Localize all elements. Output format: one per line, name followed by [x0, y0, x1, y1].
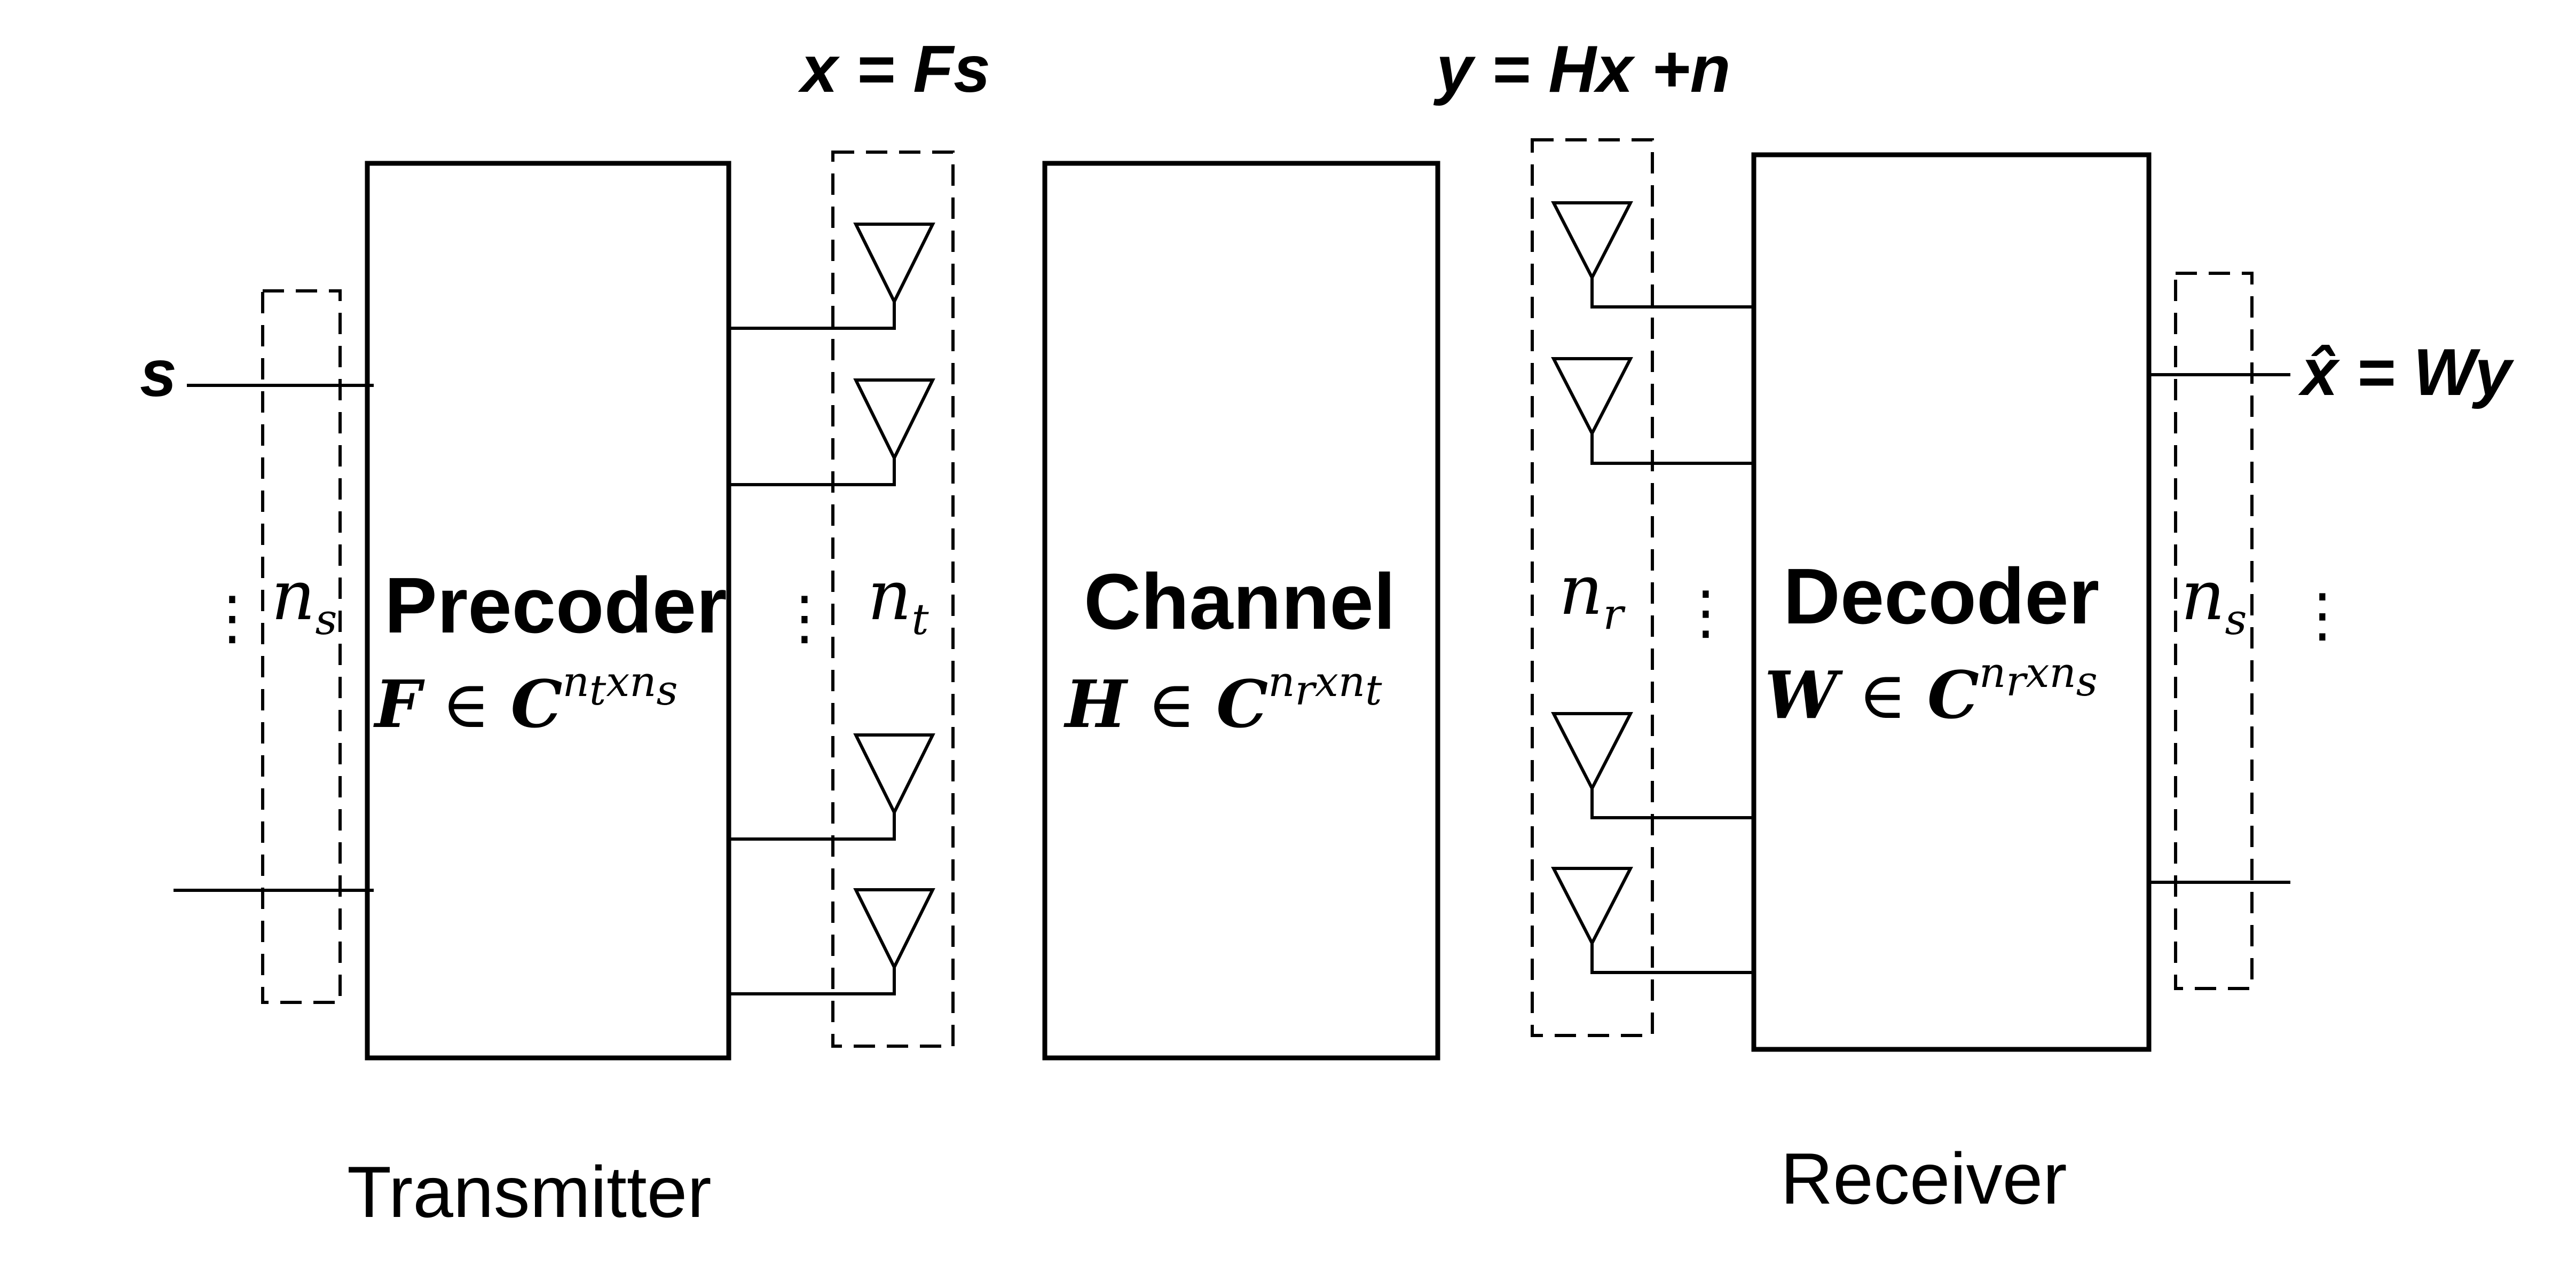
tx-feed-4 — [729, 967, 896, 995]
precoder-title: Precoder — [384, 562, 727, 650]
rx-antenna-icon — [1551, 712, 1633, 792]
rx-feed-1 — [1590, 278, 1755, 309]
precoder-matrix-definition: F ∈ Cntxns — [373, 658, 678, 742]
rx-feed-2 — [1590, 433, 1755, 465]
rx-antenna-icon — [1551, 357, 1633, 437]
tx-ellipsis: ⋮ — [775, 583, 834, 652]
tx-feed-1 — [729, 302, 896, 330]
input-streams-count: ns — [271, 556, 337, 644]
channel-block — [1042, 161, 1440, 1061]
rx-ellipsis: ⋮ — [1676, 578, 1735, 646]
rx-feed-3 — [1590, 788, 1755, 819]
channel-title: Channel — [1084, 558, 1396, 646]
tx-antenna-count: nt — [868, 556, 929, 644]
tx-feed-2 — [729, 458, 896, 486]
channel-matrix-definition: H ∈ Cnrxnt — [1064, 658, 1382, 742]
output-estimate-equation: x̂ = Wy — [2298, 336, 2515, 409]
rx-antenna-icon — [1551, 867, 1633, 947]
rx-antenna-icon — [1551, 201, 1633, 281]
tx-antenna-icon — [853, 888, 935, 971]
tx-feed-3 — [729, 812, 896, 841]
rx-antennas-group — [1531, 138, 1654, 1037]
output-ellipsis: ⋮ — [2293, 581, 2352, 649]
input-signal-label: s — [140, 337, 177, 410]
rx-antenna-count: nr — [1559, 551, 1626, 639]
decoder-matrix-definition: W ∈ Cnrxns — [1764, 649, 2098, 733]
input-ellipsis: ⋮ — [203, 583, 262, 652]
decoder-title: Decoder — [1783, 552, 2099, 640]
input-streams-group — [261, 289, 342, 1004]
receiver-caption: Receiver — [1781, 1138, 2067, 1219]
rx-feed-4 — [1590, 943, 1755, 974]
tx-antennas-group — [831, 151, 955, 1048]
tx-output-equation: x = Fs — [798, 33, 990, 106]
rx-input-equation: y = Hx +n — [1433, 33, 1730, 106]
tx-antenna-icon — [853, 378, 935, 462]
precoder-block — [365, 161, 731, 1061]
output-streams-count: ns — [2181, 556, 2247, 644]
decoder-block — [1751, 152, 2152, 1052]
tx-antenna-icon — [853, 733, 935, 816]
output-streams-group — [2174, 272, 2254, 990]
tx-antenna-icon — [853, 223, 935, 305]
transmitter-caption: Transmitter — [347, 1151, 712, 1232]
